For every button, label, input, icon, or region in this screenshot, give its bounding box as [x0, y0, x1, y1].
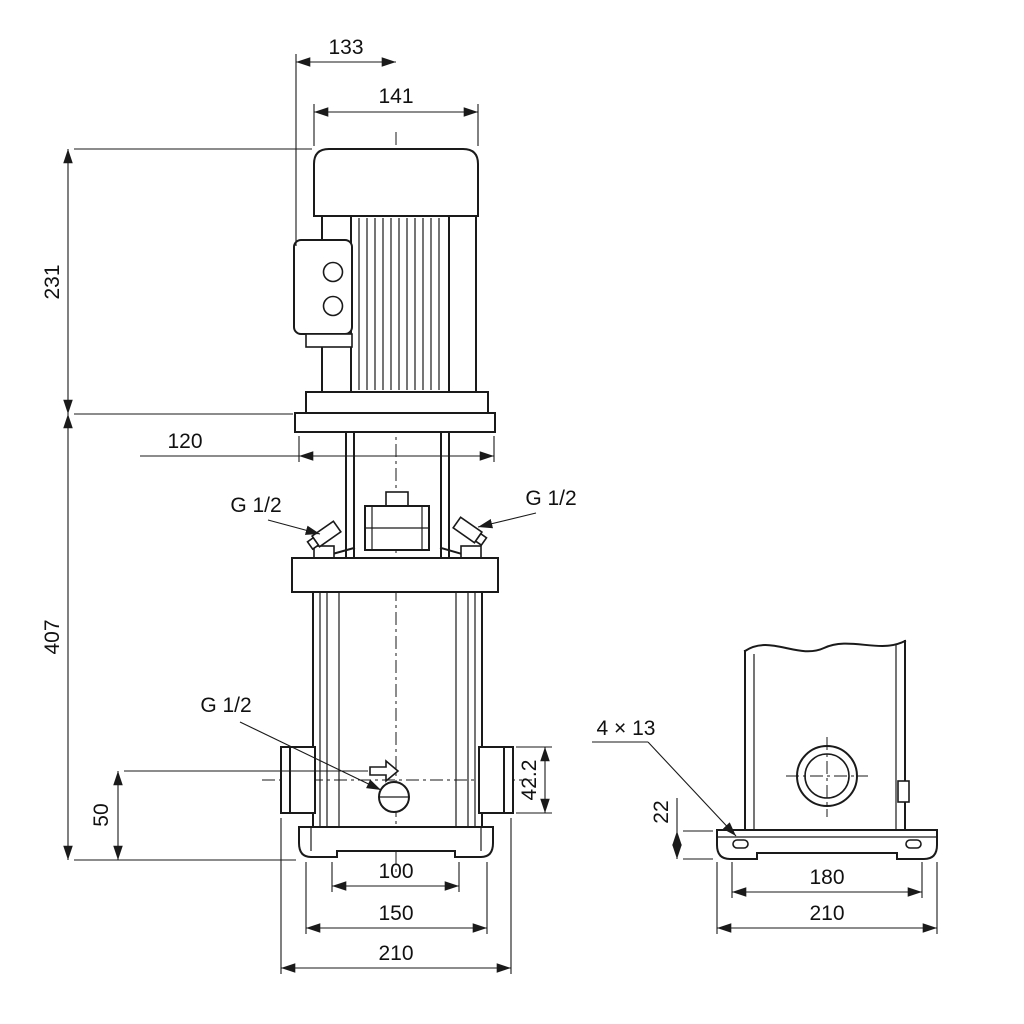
side-body [716, 639, 938, 860]
motor-flange [305, 391, 489, 414]
head-flange [291, 557, 499, 593]
dim-42-2-label: 42.2 [518, 760, 541, 801]
shaft-end [385, 491, 409, 507]
dim-120-label: 120 [167, 430, 202, 453]
dim-100-label: 100 [378, 860, 413, 883]
g-thread-drain-label: G 1/2 [200, 694, 251, 717]
dim-210-side-label: 210 [809, 902, 844, 925]
suction-port [280, 746, 316, 814]
bolt-holes-label: 4 × 13 [597, 717, 656, 740]
base-side [716, 829, 938, 860]
dim-210-front-label: 210 [378, 942, 413, 965]
vent-plug-right [452, 516, 488, 547]
discharge-port [478, 746, 514, 814]
dim-133-label: 133 [328, 36, 363, 59]
terminal-box [293, 239, 353, 348]
dimensions-side: 4 × 13 22 180 210 [592, 717, 938, 934]
fan-cover [313, 148, 479, 217]
vent-plug-left [306, 520, 342, 551]
dim-22-label: 22 [650, 800, 673, 823]
break-line [743, 639, 907, 653]
motor-stool-ring [294, 412, 496, 433]
dim-50-label: 50 [90, 803, 113, 826]
motor [293, 148, 496, 433]
flow-arrow-icon [369, 759, 400, 783]
cable-entry-bottom [322, 295, 344, 317]
dim-231-label: 231 [41, 264, 64, 299]
motor-fins [358, 218, 440, 390]
base-bolt-slot-left [732, 839, 749, 849]
pump-body [280, 591, 514, 858]
dim-150-label: 150 [378, 902, 413, 925]
plug-boss-right [460, 545, 482, 559]
dim-407-label: 407 [41, 619, 64, 654]
g-thread-right-label: G 1/2 [525, 487, 576, 510]
base-bolt-slot-right [905, 839, 922, 849]
side-plug [897, 780, 910, 803]
front-view: 133 141 231 120 407 50 [41, 36, 577, 974]
cable-entry-top [322, 261, 344, 283]
motor-fin-block [350, 215, 450, 393]
side-view: 4 × 13 22 180 210 [592, 639, 938, 934]
dimensions-front: 133 141 231 120 407 50 [41, 36, 577, 974]
base-front [298, 826, 494, 858]
plug-boss-left [313, 545, 335, 559]
dim-180-label: 180 [809, 866, 844, 889]
dim-141-label: 141 [378, 85, 413, 108]
g-thread-left-label: G 1/2 [230, 494, 281, 517]
